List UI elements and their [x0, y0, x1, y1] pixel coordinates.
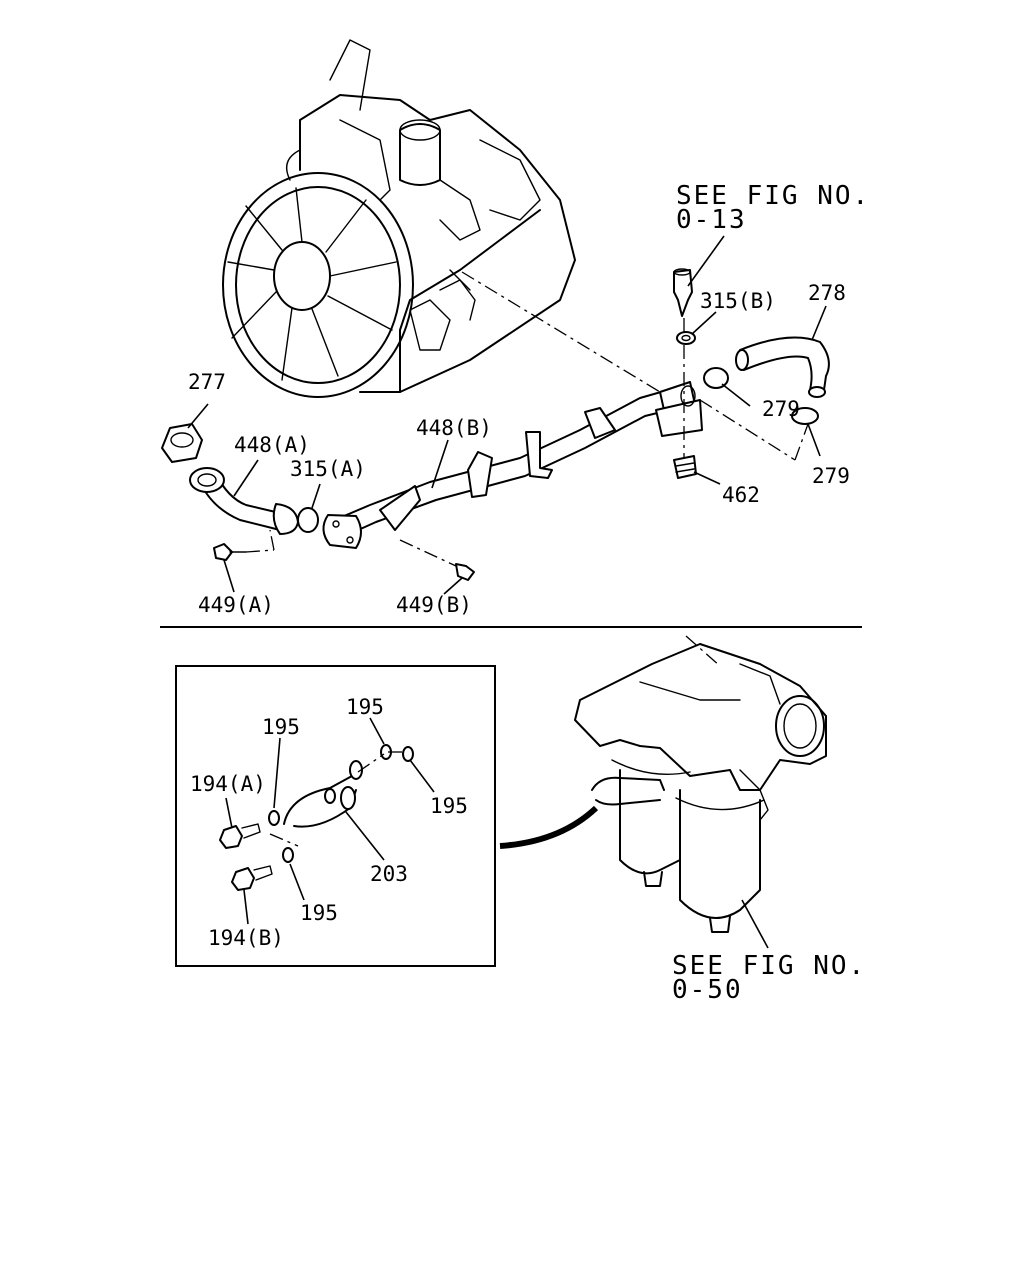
engine-block-illustration [222, 39, 576, 398]
label-195-right: 195 [430, 794, 468, 818]
hose-278-outlet [808, 386, 826, 398]
label-449a: 449(A) [198, 593, 274, 617]
label-195-top: 195 [346, 695, 384, 719]
pipe-203-end [340, 786, 356, 810]
washer-195-bottom [282, 847, 294, 863]
label-449b: 449(B) [396, 593, 472, 617]
label-277: 277 [188, 370, 226, 394]
reference-label-upper-line1: SEE FIG NO. [676, 181, 870, 211]
detail-inset-parts [219, 744, 414, 891]
gasket-315a [297, 507, 319, 533]
pipe-bracket-4 [584, 407, 616, 439]
label-462: 462 [722, 483, 760, 507]
pipe-448a-inlet [189, 467, 225, 493]
washer-195-left [268, 810, 280, 826]
clamp-279-lower [791, 407, 819, 425]
bolt-449b [455, 563, 475, 581]
label-279-lower: 279 [812, 464, 850, 488]
pipe-bracket-2 [467, 451, 493, 498]
reference-label-lower-line1: SEE FIG NO. [672, 951, 866, 981]
label-279-upper: 279 [762, 397, 800, 421]
washer-315b [676, 331, 696, 345]
label-448b: 448(B) [416, 416, 492, 440]
clamp-279-upper [703, 367, 729, 389]
pipe-bracket-1 [379, 485, 421, 531]
damper-462 [673, 455, 697, 479]
detail-inset-frame [175, 665, 496, 967]
upper-leader-lines [187, 235, 827, 595]
reference-label-lower-line2: 0-50 [672, 975, 743, 1005]
pipe-203-fitting [324, 788, 336, 804]
washer-195-right [402, 746, 414, 762]
banjo-bolt [673, 269, 693, 317]
pipe-assembly [161, 268, 830, 581]
hose-278-end [735, 349, 749, 371]
label-195-bottom: 195 [300, 901, 338, 925]
bolt-194b [231, 867, 255, 891]
label-194b: 194(B) [208, 926, 284, 950]
reference-label-upper-line2: 0-13 [676, 205, 747, 235]
label-315b: 315(B) [700, 289, 776, 313]
label-448a: 448(A) [234, 433, 310, 457]
bolt-449a [213, 543, 233, 561]
filter-assembly-illustration [499, 635, 827, 949]
lower-leader-lines [225, 717, 435, 925]
label-278: 278 [808, 281, 846, 305]
pipe-448a-flange [272, 503, 299, 535]
label-194a: 194(A) [190, 772, 266, 796]
pipe-flange [322, 514, 362, 549]
label-195-top-left: 195 [262, 715, 300, 739]
bolt-194a [219, 825, 243, 849]
pipe-bracket-3 [525, 431, 553, 479]
union-bracket [655, 399, 703, 437]
cap-277 [161, 423, 203, 463]
label-203: 203 [370, 862, 408, 886]
label-315a: 315(A) [290, 457, 366, 481]
